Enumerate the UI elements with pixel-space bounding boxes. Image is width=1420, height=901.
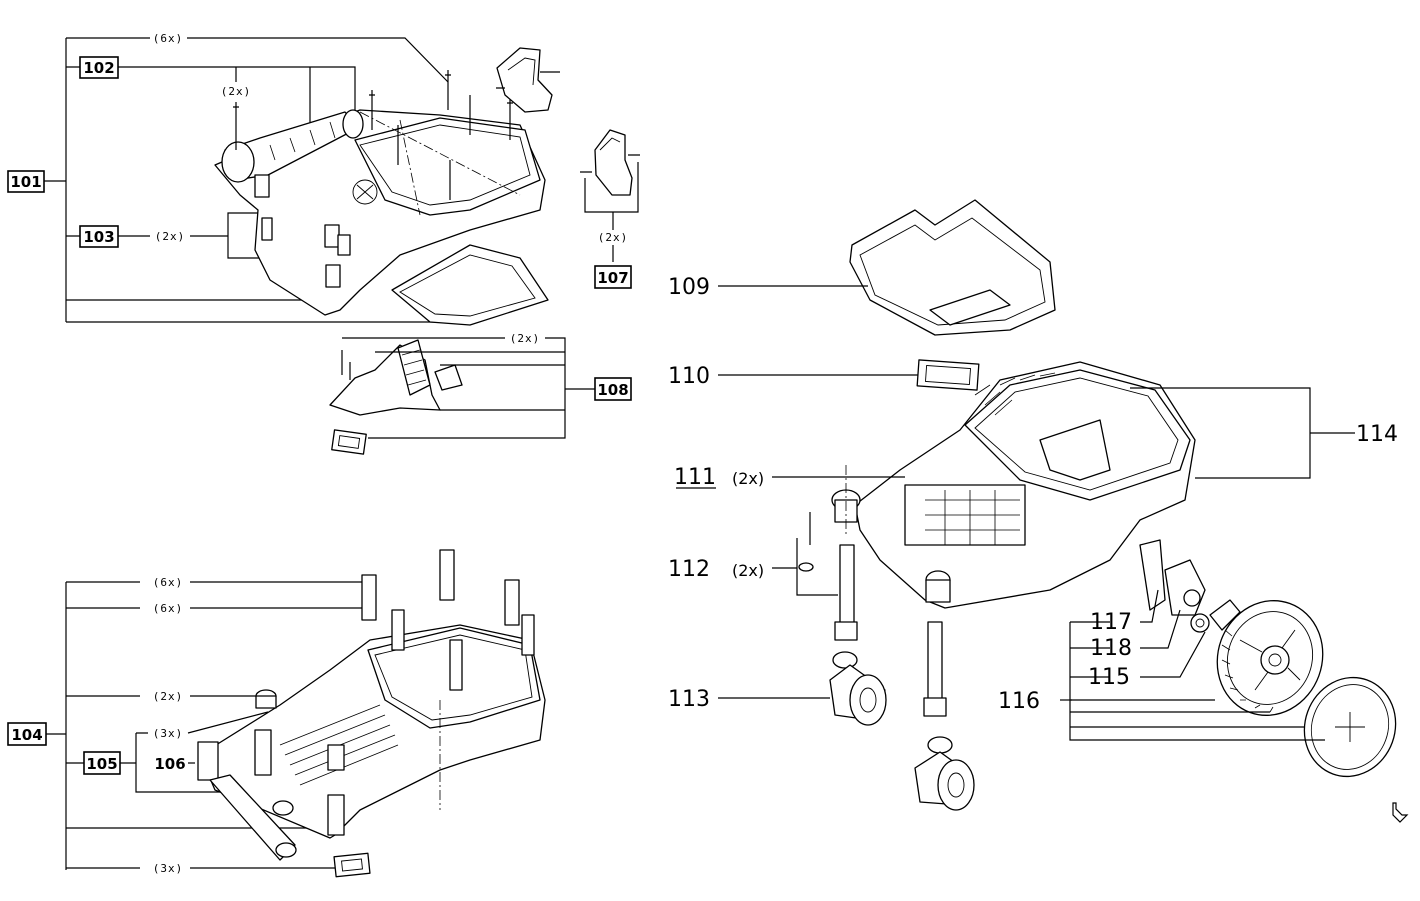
label-109: 109 (668, 275, 710, 300)
label-113: 113 (668, 687, 710, 712)
label-box-101 (7, 170, 45, 193)
qty-2x-111: (2x) (732, 469, 764, 488)
label-box-105 (83, 751, 121, 775)
rear-wheel-assembly (1060, 559, 1397, 778)
caster-wheels-113 (718, 651, 975, 811)
label-box-107 (594, 265, 632, 289)
label-107: 107 (597, 269, 628, 287)
label-111: 111 (674, 465, 716, 490)
label-102: 102 (83, 59, 114, 77)
label-box-102 (79, 56, 119, 79)
qty-2x-108: (2x) (510, 332, 541, 345)
qty-6x-101: (6x) (153, 32, 184, 45)
label-118: 118 (1090, 636, 1132, 661)
label-101: 101 (10, 173, 41, 191)
label-box-108 (594, 377, 632, 401)
filter-gasket-110 (916, 359, 980, 391)
qty-2x-112: (2x) (732, 561, 764, 580)
tray-109 (718, 199, 1056, 336)
qty-2x-104: (2x) (153, 690, 184, 703)
qty-2x-107: (2x) (598, 231, 629, 244)
label-115: 115 (1088, 665, 1130, 690)
label-117: 117 (1090, 610, 1132, 635)
label-box-103 (79, 225, 119, 248)
label-104: 104 (11, 726, 42, 744)
corner-arrow-icon (1392, 802, 1409, 823)
label-114: 114 (1356, 422, 1398, 447)
qty-2x-103: (2x) (155, 230, 186, 243)
label-103: 103 (83, 228, 114, 246)
main-housing-114 (831, 361, 1355, 611)
lower-housing-assembly (44, 549, 546, 878)
qty-3x-104a: (3x) (153, 727, 184, 740)
qty-3x-104b: (3x) (153, 862, 184, 875)
qty-6x-104a: (6x) (153, 576, 184, 589)
qty-6x-104b: (6x) (153, 602, 184, 615)
upper-housing-assembly (44, 37, 560, 326)
label-110: 110 (668, 364, 710, 389)
qty-2x-102: (2x) (221, 85, 252, 98)
label-116: 116 (998, 689, 1040, 714)
side-clip-107 (580, 129, 640, 262)
label-108: 108 (597, 381, 628, 399)
label-box-104 (7, 722, 47, 746)
label-112: 112 (668, 557, 710, 582)
label-106: 106 (154, 755, 185, 773)
caster-stem-112 (796, 512, 947, 717)
label-105: 105 (86, 755, 117, 773)
grille-assembly-108 (329, 337, 595, 455)
